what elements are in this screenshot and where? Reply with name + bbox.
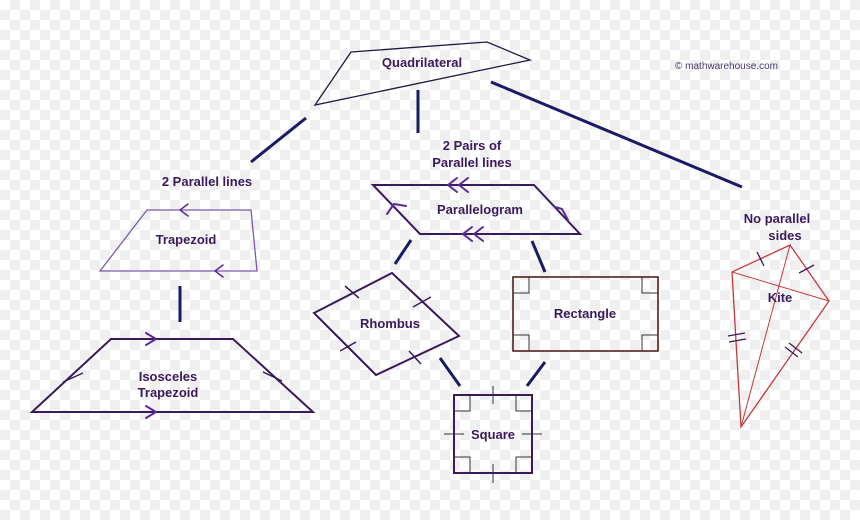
square-corner-tr — [515, 395, 532, 412]
rhombus-tick-2 — [412, 296, 432, 308]
quadrilateral-label: Quadrilateral — [382, 55, 462, 70]
trapezoid-shape — [98, 209, 258, 272]
isosceles-right-tick — [262, 371, 283, 382]
isosceles-label-line2: Trapezoid — [138, 385, 199, 400]
kite-tick-right-1 — [784, 346, 799, 358]
no-parallel-label-line2: sides — [768, 228, 801, 243]
rectangle-node: Rectangle — [512, 276, 659, 352]
quadrilateral-shape — [313, 41, 533, 106]
parallelogram-shape — [370, 184, 583, 235]
two-parallel-lines-label: 2 Parallel lines — [162, 174, 252, 189]
quadrilateral-node: Quadrilateral — [313, 41, 533, 106]
kite-tick-top-left — [756, 251, 765, 267]
rectangle-shape — [512, 276, 659, 352]
parallelogram-top-arrow-1 — [447, 177, 458, 193]
connector-quad-to-two-parallel — [250, 116, 307, 164]
parallelogram-left-arrow — [386, 203, 407, 215]
kite-tick-left-2 — [728, 338, 747, 343]
no-parallel-label-line1: No parallel — [744, 211, 810, 226]
isosceles-trapezoid-node: Isosceles Trapezoid — [29, 332, 316, 419]
trapezoid-top-arrow — [179, 203, 189, 217]
connector-rhombus-to-square — [438, 357, 462, 387]
rectangle-corner-bl — [513, 334, 530, 351]
isosceles-left-tick — [62, 372, 84, 383]
kite-diagonal-vertical — [740, 244, 791, 428]
trapezoid-node: Trapezoid — [98, 203, 258, 278]
two-pairs-label-line1: 2 Pairs of — [443, 138, 502, 153]
parallelogram-top-arrow-2 — [458, 177, 469, 193]
kite-tick-top-right-1 — [798, 264, 815, 274]
square-corner-br — [515, 456, 532, 473]
connector-lines — [178, 80, 743, 387]
two-pairs-label-line2: Parallel lines — [432, 155, 512, 170]
copyright-label: © mathwarehouse.com — [675, 61, 778, 72]
square-label: Square — [471, 427, 515, 442]
kite-node: Kite — [727, 244, 830, 429]
connector-parallelogram-to-rectangle — [530, 240, 547, 273]
kite-tick-right-2 — [788, 342, 803, 354]
connector-quad-to-no-parallel — [490, 80, 743, 189]
kite-tick-left-1 — [727, 332, 746, 337]
trapezoid-label: Trapezoid — [156, 232, 217, 247]
rhombus-tick-1 — [344, 285, 360, 299]
connector-parallelogram-to-rhombus — [393, 239, 413, 265]
kite-label: Kite — [768, 290, 793, 305]
parallelogram-node: Parallelogram — [370, 177, 583, 242]
rhombus-tick-3 — [339, 341, 357, 352]
isosceles-top-arrow — [145, 332, 157, 346]
parallelogram-label: Parallelogram — [437, 202, 523, 217]
rectangle-corner-br — [641, 334, 658, 351]
parallelogram-bottom-arrow-2 — [473, 226, 484, 242]
square-corner-tl — [454, 395, 471, 412]
isosceles-bottom-arrow — [145, 405, 157, 419]
rhombus-shape — [312, 271, 461, 377]
rhombus-node: Rhombus — [312, 271, 461, 377]
square-node: Square — [444, 386, 542, 483]
kite-diagonal-horizontal — [731, 271, 830, 302]
rectangle-corner-tl — [513, 277, 530, 294]
rectangle-label: Rectangle — [554, 306, 616, 321]
rhombus-label: Rhombus — [360, 316, 420, 331]
rhombus-tick-4 — [408, 350, 422, 365]
isosceles-label-line1: Isosceles — [139, 369, 198, 384]
parallelogram-right-arrow — [554, 206, 569, 221]
square-corner-bl — [454, 456, 471, 473]
parallelogram-bottom-arrow-1 — [462, 226, 473, 242]
kite-shape — [731, 244, 830, 429]
rectangle-corner-tr — [641, 277, 658, 294]
isosceles-trapezoid-shape — [29, 338, 316, 413]
connector-rectangle-to-square — [525, 361, 547, 387]
trapezoid-bottom-arrow — [214, 264, 224, 278]
